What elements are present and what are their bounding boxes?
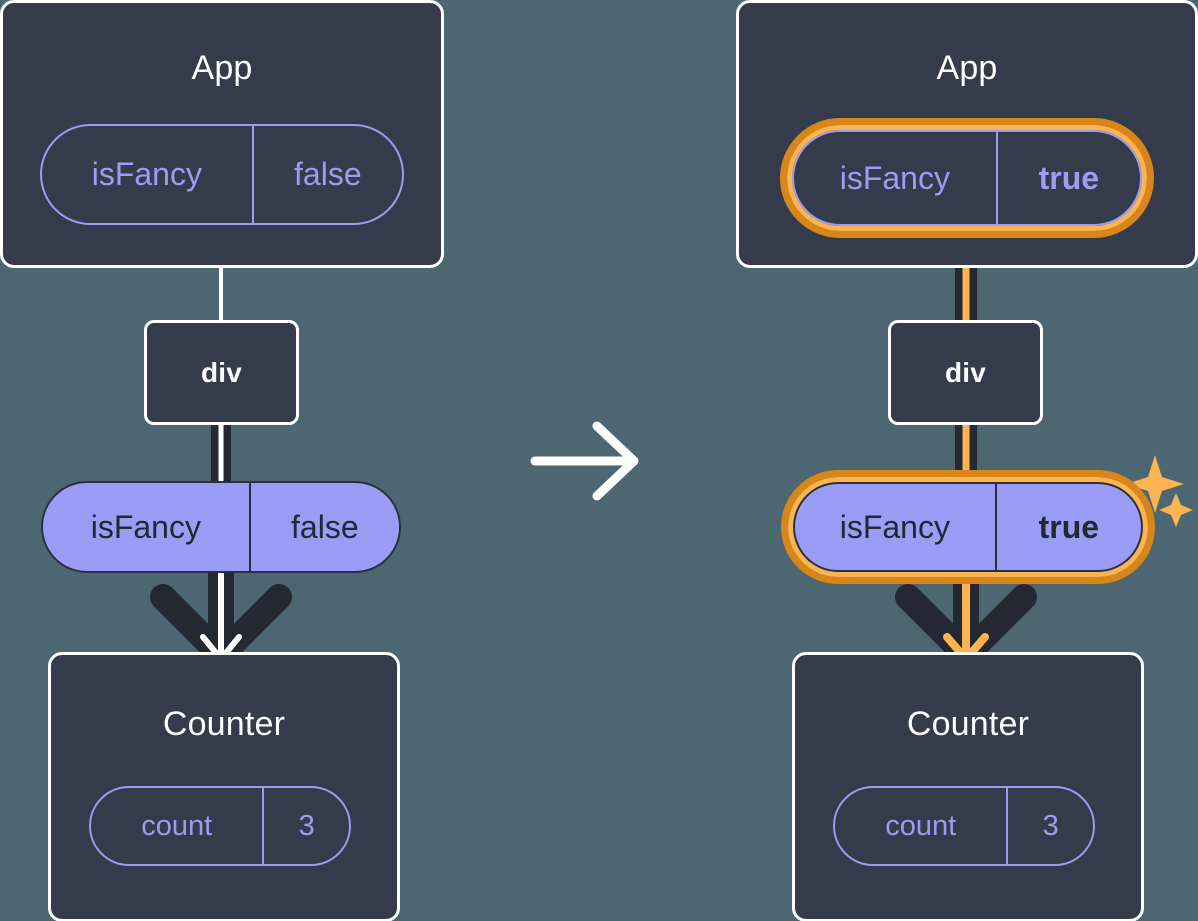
prop-value: false — [248, 483, 399, 571]
prop-value: false — [251, 126, 402, 223]
state-key: count — [141, 809, 213, 842]
app-prop-pill-after[interactable]: isFancy true — [792, 130, 1142, 226]
prop-key: isFancy — [839, 508, 950, 545]
div-node-before[interactable]: div — [144, 320, 299, 425]
state-key: count — [885, 809, 957, 842]
prop-value: true — [994, 484, 1141, 570]
counter-state-pill-after[interactable]: count 3 — [833, 786, 1095, 866]
prop-key: isFancy — [91, 156, 202, 192]
prop-key: isFancy — [839, 159, 950, 196]
app-title-after: App — [936, 49, 998, 87]
sparkle-icon-pill — [1126, 455, 1193, 527]
prop-value: true — [995, 132, 1140, 224]
state-value: 3 — [262, 788, 349, 864]
counter-title-before: Counter — [162, 705, 286, 743]
app-title-before: App — [191, 49, 253, 87]
prop-flow-pill-before[interactable]: isFancy false — [41, 481, 401, 573]
div-title-after: div — [944, 356, 987, 388]
arrow-inner-right — [943, 570, 989, 663]
prop-key: isFancy — [90, 508, 201, 545]
div-title-before: div — [200, 356, 243, 388]
state-value: 3 — [1006, 788, 1093, 864]
counter-title-after: Counter — [906, 705, 1030, 743]
arrow-right-icon — [530, 421, 639, 501]
app-prop-pill-before[interactable]: isFancy false — [40, 124, 404, 225]
counter-state-pill-before[interactable]: count 3 — [89, 786, 351, 866]
prop-flow-pill-after[interactable]: isFancy true — [793, 482, 1143, 572]
div-node-after[interactable]: div — [888, 320, 1043, 425]
